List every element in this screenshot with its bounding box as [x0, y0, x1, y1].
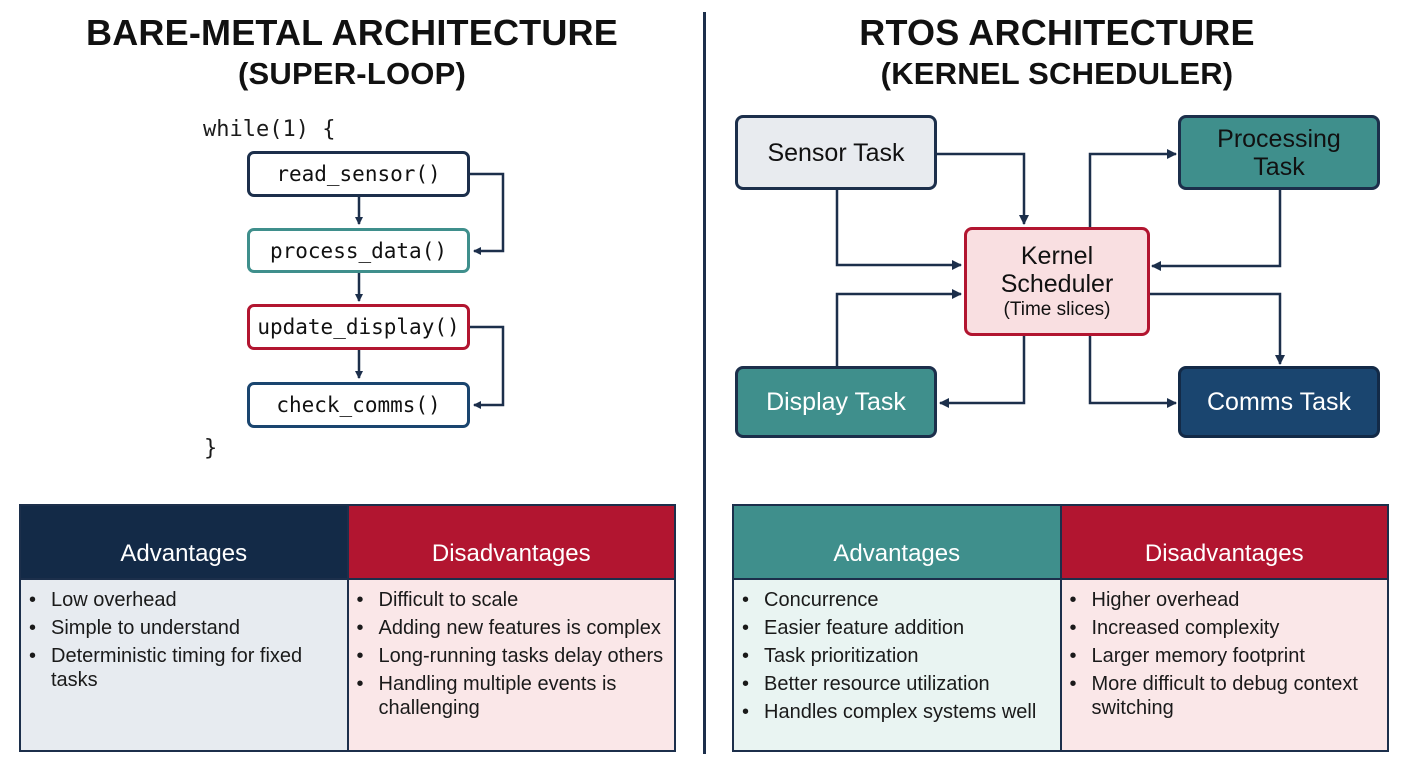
- bare-metal-disadvantages-column: Disadvantages Difficult to scale Adding …: [346, 506, 674, 750]
- arrow-kernel-to-display: [939, 336, 1026, 408]
- update-display-box: update_display(): [247, 304, 470, 350]
- list-item: Long-running tasks delay others: [357, 644, 665, 668]
- rtos-disadvantages-list: Higher overhead Increased complexity Lar…: [1061, 578, 1387, 750]
- arrow-kernel-to-comms-top: [1150, 292, 1285, 365]
- read-sensor-box: read_sensor(): [247, 151, 470, 197]
- processing-task-label: Processing Task: [1217, 124, 1341, 181]
- list-item: Handling multiple events is challenging: [357, 672, 665, 720]
- list-item: Better resource utilization: [742, 672, 1050, 696]
- list-item: More difficult to debug context switchin…: [1070, 672, 1378, 720]
- list-item: Handles complex systems well: [742, 700, 1050, 724]
- comms-task-label: Comms Task: [1206, 388, 1351, 416]
- kernel-scheduler-label: Kernel Scheduler: [1000, 241, 1114, 298]
- display-task-box: Display Task: [735, 366, 937, 438]
- list-item: Increased complexity: [1070, 616, 1378, 640]
- arrow-sensor-to-kernel: [937, 152, 1029, 225]
- bare-metal-title: BARE-METAL ARCHITECTURE: [86, 12, 618, 53]
- rtos-advantages-heading: Advantages: [734, 506, 1060, 578]
- processing-task-box: Processing Task: [1178, 115, 1380, 190]
- rtos-disadvantages-column: Disadvantages Higher overhead Increased …: [1059, 506, 1387, 750]
- bare-metal-subtitle: (SUPER-LOOP): [237, 56, 466, 91]
- check-comms-box: check_comms(): [247, 382, 470, 428]
- bare-metal-advantages-list: Low overhead Simple to understand Determ…: [21, 578, 347, 750]
- kernel-time-slices-label: (Time slices): [1003, 298, 1111, 320]
- arrow-kernel-to-comms: [1088, 336, 1177, 408]
- list-item: Low overhead: [29, 588, 337, 612]
- sensor-task-label: Sensor Task: [767, 138, 905, 167]
- sensor-task-box: Sensor Task: [735, 115, 937, 190]
- comms-task-box: Comms Task: [1178, 366, 1380, 438]
- arrow-display-to-kernel: [835, 289, 962, 366]
- rtos-subtitle: (KERNEL SCHEDULER): [880, 56, 1234, 91]
- list-item: Simple to understand: [29, 616, 337, 640]
- loop-open: while(1) {: [203, 117, 336, 142]
- rtos-disadvantages-heading: Disadvantages: [1061, 506, 1387, 578]
- arrow-kernel-to-processing: [1088, 149, 1177, 227]
- rtos-pros-cons-table: Advantages Concurrence Easier feature ad…: [732, 504, 1389, 752]
- bare-metal-disadvantages-list: Difficult to scale Adding new features i…: [348, 578, 674, 750]
- list-item: Task prioritization: [742, 644, 1050, 668]
- list-item: Deterministic timing for fixed tasks: [29, 644, 337, 692]
- list-item: Easier feature addition: [742, 616, 1050, 640]
- bare-metal-panel: BARE-METAL ARCHITECTURE (SUPER-LOOP) whi…: [0, 0, 704, 768]
- bare-metal-disadvantages-heading: Disadvantages: [348, 506, 674, 578]
- bare-metal-advantages-heading: Advantages: [21, 506, 347, 578]
- arrow-sensor-to-kernel-side: [835, 190, 962, 270]
- kernel-scheduler-box: Kernel Scheduler (Time slices): [964, 227, 1150, 336]
- list-item: Concurrence: [742, 588, 1050, 612]
- bare-metal-advantages-column: Advantages Low overhead Simple to unders…: [21, 506, 347, 750]
- rtos-panel: RTOS ARCHITECTURE (KERNEL SCHEDULER) Sen…: [706, 0, 1408, 768]
- arrow-processing-to-kernel: [1151, 190, 1282, 271]
- list-item: Adding new features is complex: [357, 616, 665, 640]
- rtos-advantages-list: Concurrence Easier feature addition Task…: [734, 578, 1060, 750]
- loop-back-arrow-bottom: [470, 325, 505, 409]
- list-item: Larger memory footprint: [1070, 644, 1378, 668]
- list-item: Higher overhead: [1070, 588, 1378, 612]
- loop-close: }: [204, 436, 218, 461]
- loop-back-arrow-top: [470, 172, 505, 255]
- rtos-advantages-column: Advantages Concurrence Easier feature ad…: [734, 506, 1060, 750]
- rtos-title: RTOS ARCHITECTURE: [859, 12, 1255, 53]
- process-data-box: process_data(): [247, 228, 470, 273]
- bare-metal-pros-cons-table: Advantages Low overhead Simple to unders…: [19, 504, 676, 752]
- center-divider: [703, 12, 706, 754]
- display-task-label: Display Task: [766, 388, 906, 416]
- list-item: Difficult to scale: [357, 588, 665, 612]
